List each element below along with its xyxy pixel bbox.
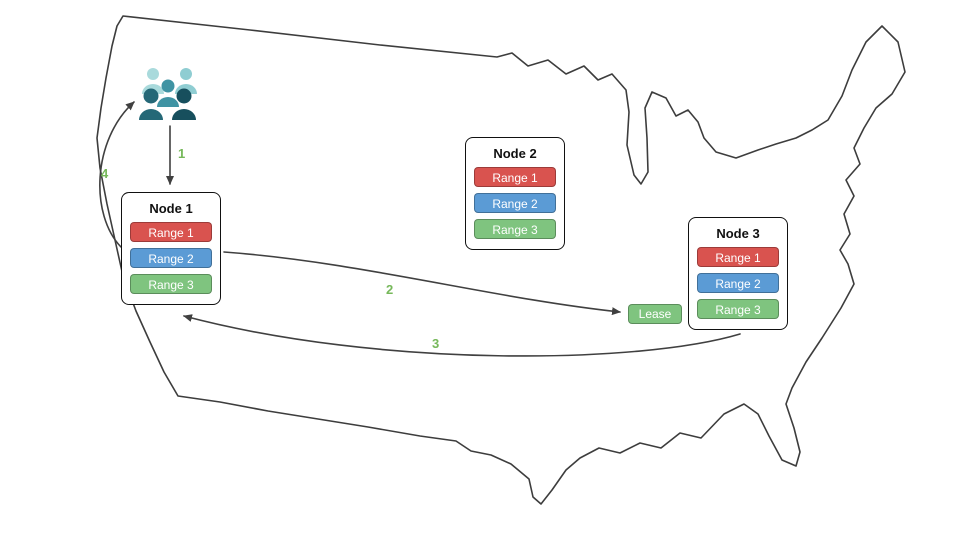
range-badge: Range 3	[474, 219, 556, 239]
arrow-step-3	[183, 314, 741, 357]
range-badge: Range 1	[130, 222, 212, 242]
step-label-2: 2	[386, 282, 394, 297]
arrow-step-4	[99, 101, 135, 248]
range-badge: Range 1	[697, 247, 779, 267]
step-label-1: 1	[178, 146, 186, 161]
range-badge: Range 3	[130, 274, 212, 294]
node-title: Node 2	[493, 146, 537, 161]
step-label-3: 3	[432, 336, 440, 351]
range-badge: Range 2	[474, 193, 556, 213]
range-badge: Range 2	[130, 248, 212, 268]
node-3: Node 3 Range 1 Range 2 Range 3	[688, 217, 788, 330]
step-label-4: 4	[101, 166, 109, 181]
arrow-step-2	[223, 251, 621, 316]
range-badge: Range 3	[697, 299, 779, 319]
lease-badge: Lease	[628, 304, 682, 324]
range-badge: Range 1	[474, 167, 556, 187]
range-badge: Range 2	[697, 273, 779, 293]
us-map-outline	[96, 15, 906, 505]
node-title: Node 1	[149, 201, 193, 216]
node-1: Node 1 Range 1 Range 2 Range 3	[121, 192, 221, 305]
node-title: Node 3	[716, 226, 760, 241]
node-2: Node 2 Range 1 Range 2 Range 3	[465, 137, 565, 250]
users-group-icon	[139, 68, 197, 120]
